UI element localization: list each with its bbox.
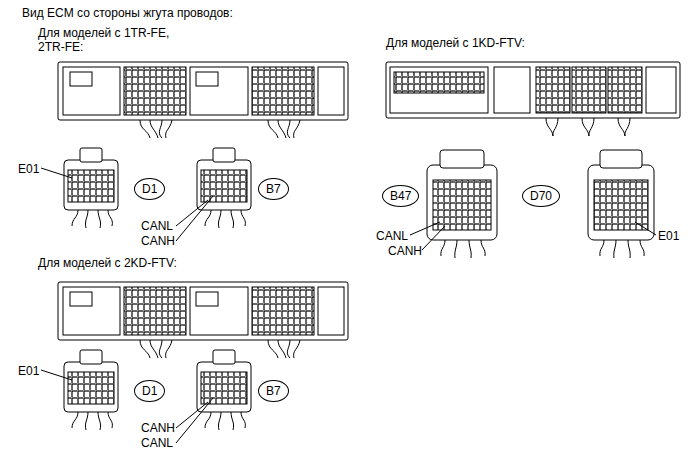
pin-label: CANH xyxy=(388,244,422,258)
pin-label: CANH xyxy=(141,234,175,248)
connector-code-oval: D1 xyxy=(134,178,165,200)
pin-label: CANL xyxy=(141,219,173,233)
connector-code: D1 xyxy=(142,384,157,398)
pin-label: CANL xyxy=(141,436,173,450)
connector-plugs xyxy=(410,150,656,258)
connector-code: D1 xyxy=(142,182,157,196)
connector-plugs xyxy=(41,148,251,241)
model-heading: Для моделей с 1TR-FE, 2TR-FE: xyxy=(38,26,188,54)
connector-code-oval: D70 xyxy=(522,185,560,207)
diagram-title: Вид ECM со стороны жгута проводов: xyxy=(22,6,233,20)
connector-code-oval: B47 xyxy=(382,185,419,207)
model-heading: Для моделей с 1KD-FTV: xyxy=(386,36,525,50)
connector-code-oval: D1 xyxy=(134,380,165,402)
ecm-housing xyxy=(58,62,348,138)
ecm-housing xyxy=(58,282,348,358)
pin-label: E01 xyxy=(658,229,679,243)
pin-label: E01 xyxy=(18,162,39,176)
ecm-housing xyxy=(386,62,680,136)
connector-plugs xyxy=(41,350,251,443)
connector-code: B7 xyxy=(266,182,281,196)
pin-label: E01 xyxy=(18,364,39,378)
connector-code: D70 xyxy=(530,189,552,203)
connector-code: B7 xyxy=(266,384,281,398)
connector-code-oval: B7 xyxy=(258,380,289,402)
connector-code-oval: B7 xyxy=(258,178,289,200)
pin-label: CANH xyxy=(141,421,175,435)
pin-label: CANL xyxy=(376,229,408,243)
connector-code: B47 xyxy=(390,189,411,203)
model-heading: Для моделей с 2KD-FTV: xyxy=(38,256,177,270)
